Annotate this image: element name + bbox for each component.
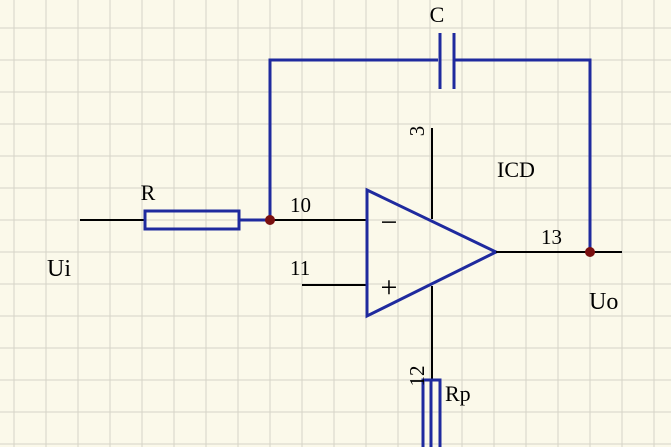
opamp-symbol: [365, 187, 500, 319]
pin-supply-neg-label: 12: [405, 366, 429, 387]
opamp-minus-sign: −: [381, 206, 398, 239]
resistor-label: R: [141, 180, 156, 205]
input-label: Ui: [47, 256, 71, 282]
pin-inverting-label: 10: [290, 193, 311, 217]
output-label: Uo: [589, 289, 618, 315]
input-junction: [265, 215, 275, 225]
output-junction: [585, 247, 595, 257]
feedback-wire: [268, 58, 592, 252]
rp-label: Rp: [445, 381, 471, 406]
opamp-plus-sign: +: [381, 271, 398, 304]
pin-supply-pos-label: 3: [405, 126, 429, 137]
capacitor-c: [438, 33, 456, 89]
pin-output-label: 13: [541, 225, 562, 249]
resistor-rp: [421, 378, 442, 447]
opamp-label: ICD: [497, 157, 535, 182]
capacitor-label: C: [430, 2, 445, 27]
pin-noninverting-label: 11: [290, 256, 310, 280]
